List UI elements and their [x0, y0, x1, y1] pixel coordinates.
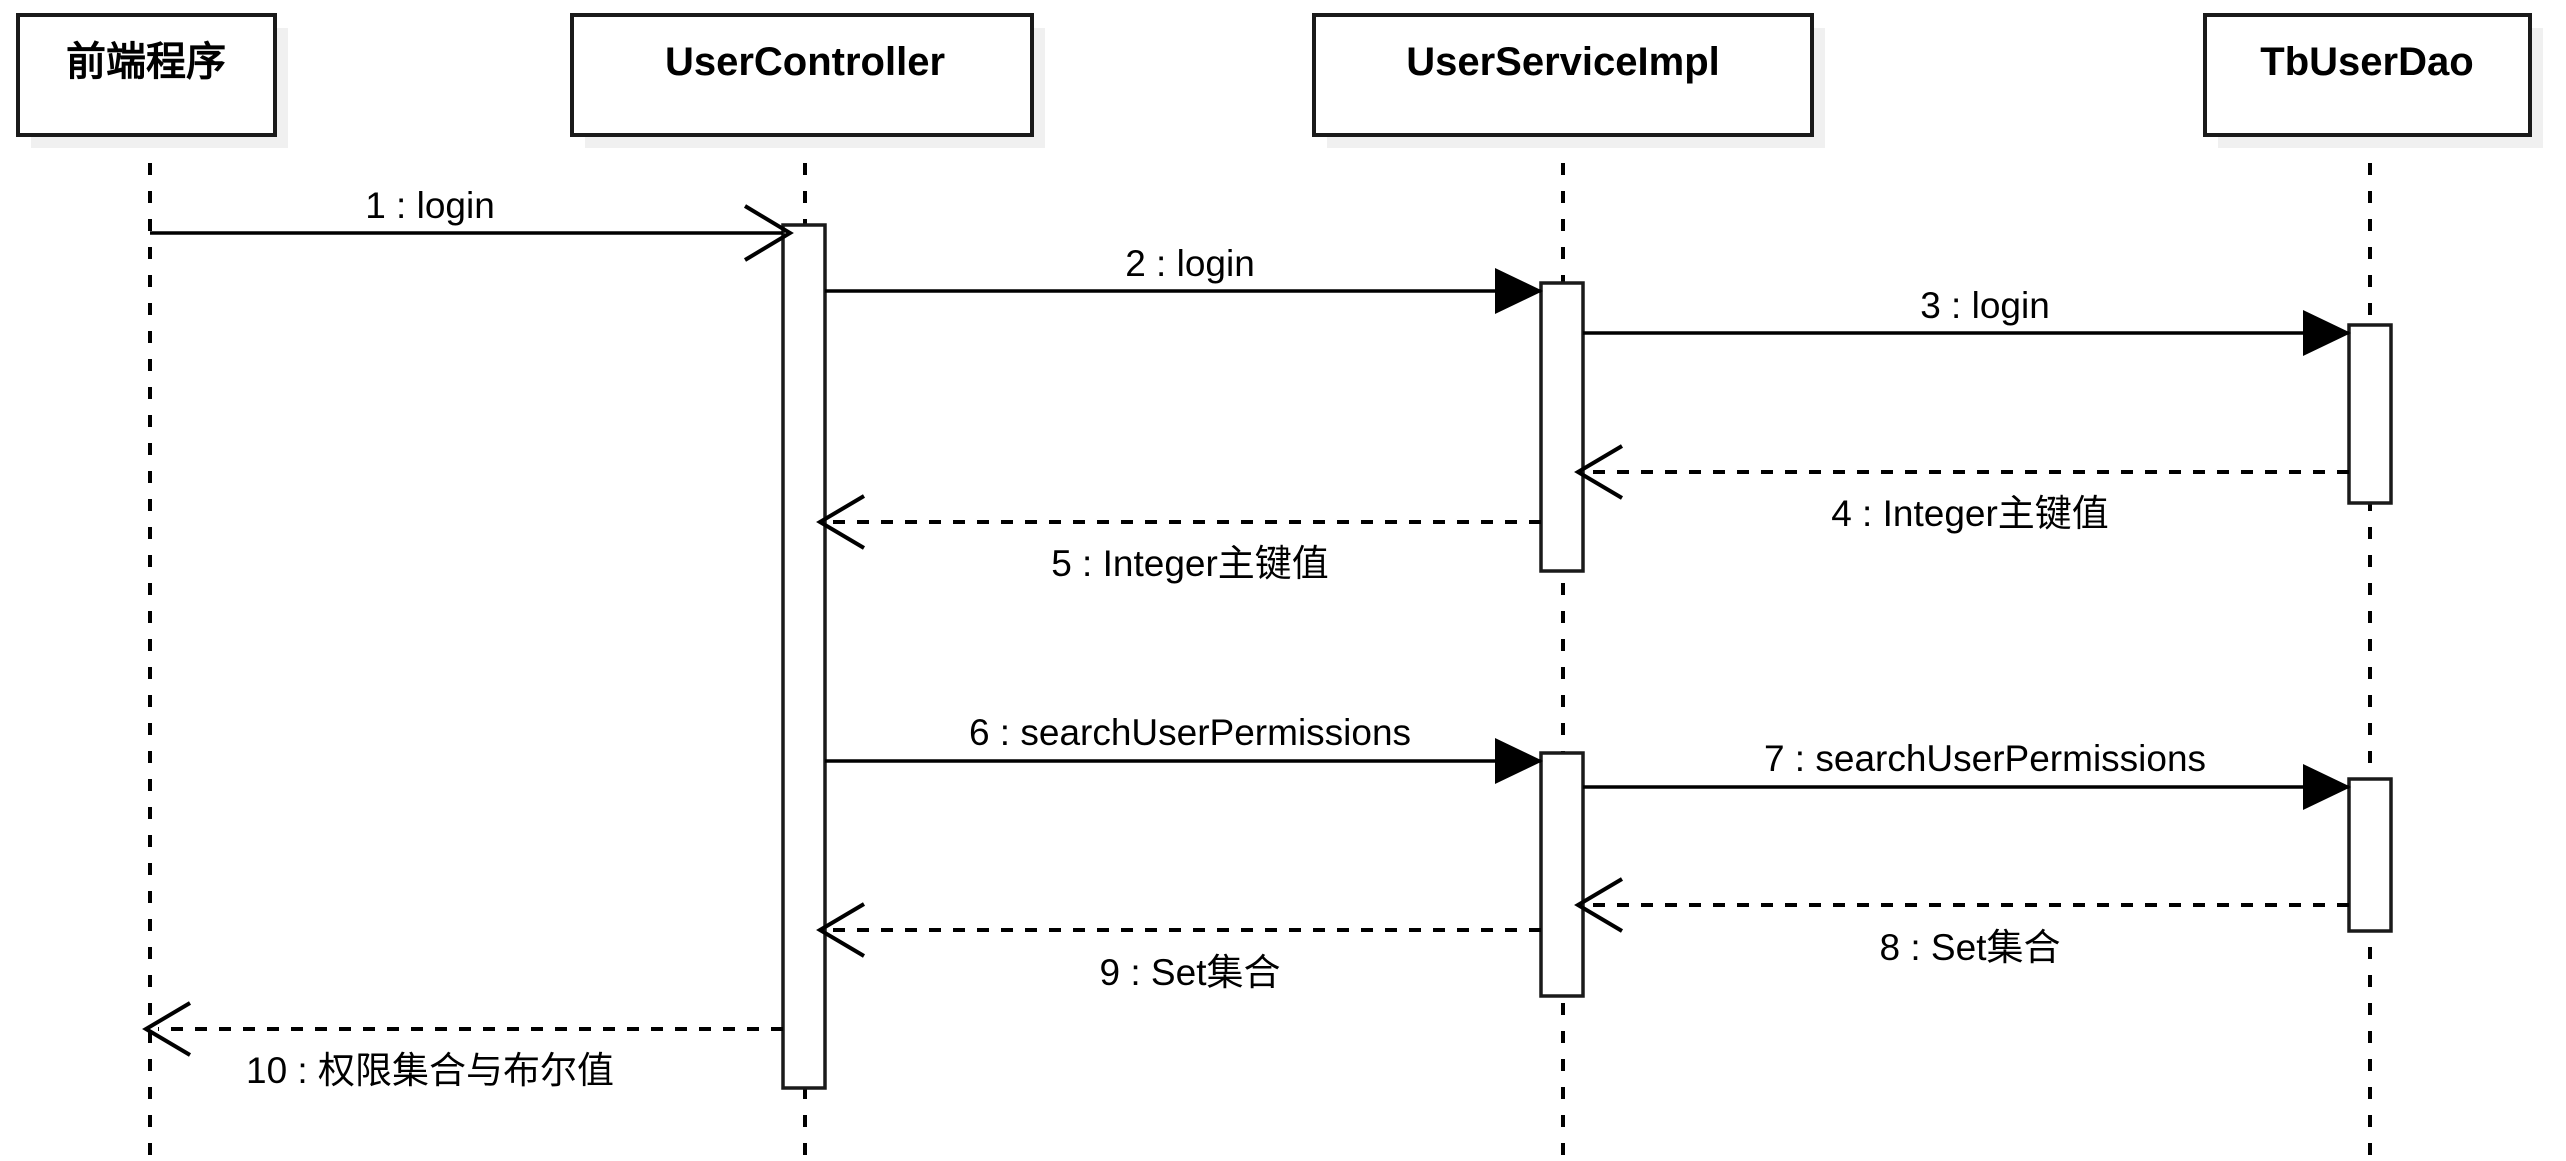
- message-8-label: 8 : Set集合: [1880, 927, 2061, 968]
- message-7[interactable]: 7 : searchUserPermissions: [1583, 738, 2351, 810]
- message-10[interactable]: 10 : 权限集合与布尔值: [142, 1001, 783, 1091]
- participant-dao[interactable]: TbUserDao: [2203, 13, 2543, 148]
- message-8-arrowhead: [1574, 877, 1624, 933]
- activation-service-2: [1539, 751, 1585, 998]
- activation-bars: [781, 223, 2393, 1090]
- message-5-arrowhead: [816, 494, 866, 550]
- message-1-arrowhead: [743, 204, 794, 262]
- message-1[interactable]: 1 : login: [150, 185, 794, 262]
- activation-dao-2: [2347, 777, 2393, 933]
- participant-controller-label: UserController: [665, 40, 945, 84]
- message-9[interactable]: 9 : Set集合: [816, 902, 1541, 993]
- participant-frontend-box: [16, 13, 277, 137]
- message-10-label: 10 : 权限集合与布尔值: [246, 1050, 614, 1091]
- message-7-arrowhead: [2303, 764, 2351, 810]
- message-8[interactable]: 8 : Set集合: [1574, 877, 2349, 968]
- message-4-label: 4 : Integer主键值: [1831, 493, 2109, 534]
- participant-headers: 前端程序 UserController UserServiceImpl TbUs…: [16, 13, 2543, 148]
- message-9-label: 9 : Set集合: [1100, 952, 1281, 993]
- participant-dao-label: TbUserDao: [2260, 40, 2473, 84]
- message-3-arrowhead: [2303, 310, 2351, 356]
- message-5-label: 5 : Integer主键值: [1051, 543, 1329, 584]
- message-3-label: 3 : login: [1920, 285, 2050, 326]
- message-4-arrowhead: [1574, 444, 1624, 500]
- message-2-label: 2 : login: [1125, 243, 1255, 284]
- message-6[interactable]: 6 : searchUserPermissions: [825, 712, 1543, 784]
- message-6-label: 6 : searchUserPermissions: [969, 712, 1411, 753]
- message-7-label: 7 : searchUserPermissions: [1764, 738, 2206, 779]
- participant-service-label: UserServiceImpl: [1406, 40, 1720, 84]
- activation-service-1: [1539, 281, 1585, 573]
- participant-controller[interactable]: UserController: [570, 13, 1045, 148]
- message-10-arrowhead: [142, 1001, 192, 1057]
- message-9-arrowhead: [816, 902, 866, 958]
- activation-controller: [781, 223, 827, 1090]
- participant-frontend[interactable]: 前端程序: [16, 13, 288, 148]
- participant-service[interactable]: UserServiceImpl: [1312, 13, 1825, 148]
- message-6-arrowhead: [1495, 738, 1543, 784]
- participant-dao-box: [2203, 13, 2532, 137]
- message-5[interactable]: 5 : Integer主键值: [816, 494, 1541, 584]
- participant-controller-box: [570, 13, 1034, 137]
- participant-frontend-label: 前端程序: [66, 40, 226, 84]
- participant-service-box: [1312, 13, 1814, 137]
- message-3[interactable]: 3 : login: [1583, 285, 2351, 356]
- message-2[interactable]: 2 : login: [825, 243, 1543, 314]
- activation-dao-1: [2347, 323, 2393, 505]
- message-1-label: 1 : login: [365, 185, 495, 226]
- message-4[interactable]: 4 : Integer主键值: [1574, 444, 2349, 534]
- message-2-arrowhead: [1495, 268, 1543, 314]
